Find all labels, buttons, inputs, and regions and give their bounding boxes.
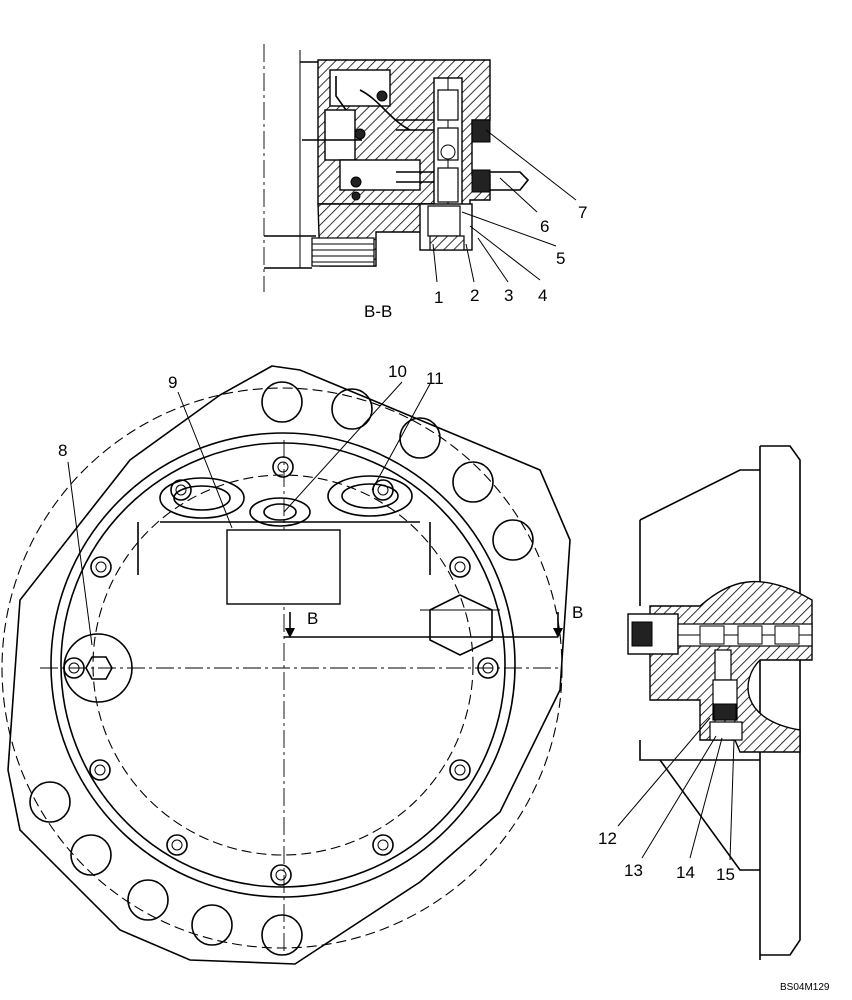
section-b-b-view: 1 2 3 4 5 6 7 B-B	[263, 44, 587, 321]
callout-4: 4	[538, 286, 547, 305]
figure-code: BS04M129	[780, 982, 830, 993]
callout-2: 2	[470, 286, 479, 305]
callout-12: 12	[598, 829, 617, 848]
section-arrow-label-right: B	[572, 603, 583, 622]
callout-6: 6	[540, 217, 549, 236]
outer-bolt-circle	[29, 381, 534, 956]
callout-11: 11	[426, 369, 444, 388]
callout-10: 10	[388, 362, 407, 381]
callout-9: 9	[168, 373, 177, 392]
callout-1: 1	[434, 288, 443, 307]
section-arrow-label-left: B	[307, 609, 318, 628]
front-view: B B	[1, 362, 583, 965]
section-view-label: B-B	[364, 302, 392, 321]
callout-5: 5	[556, 249, 565, 268]
callout-15: 15	[716, 865, 735, 884]
callout-7: 7	[578, 203, 587, 222]
inner-bolt-circle	[89, 456, 499, 886]
callout-8: 8	[58, 441, 67, 460]
callout-3: 3	[504, 286, 513, 305]
callout-13: 13	[624, 861, 643, 880]
side-view: 12 13 14 15	[598, 445, 813, 960]
callout-14: 14	[676, 863, 695, 882]
